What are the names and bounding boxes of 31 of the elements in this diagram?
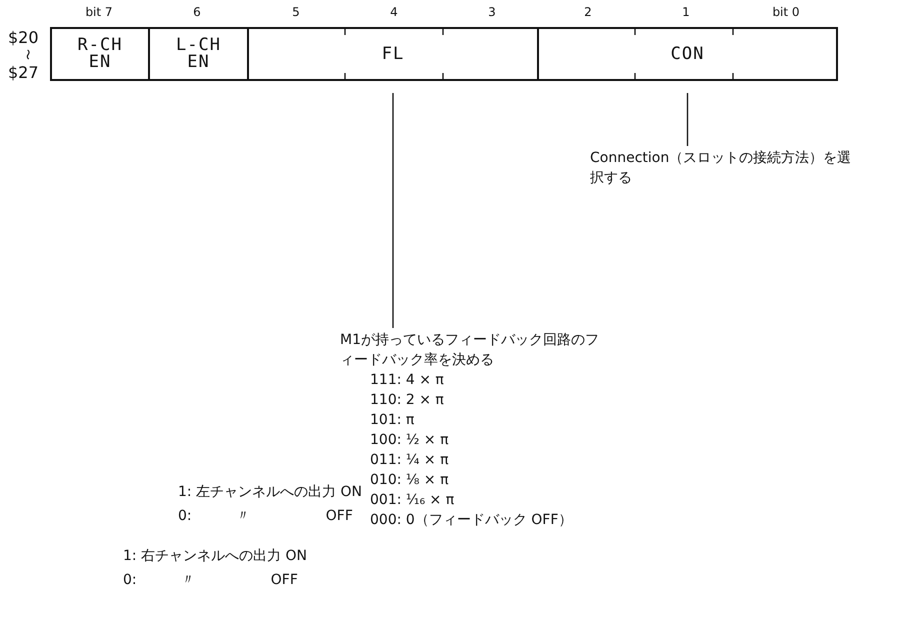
bit-number: bit 7 <box>84 5 114 19</box>
bit-field-cell: R-CH EN <box>50 27 150 81</box>
bit-number: bit 0 <box>771 5 801 19</box>
bit-number: 2 <box>583 5 593 19</box>
value-row-text: 011: ¼ × π <box>370 451 450 470</box>
description-text: Connection（スロットの接続方法）を選択する <box>590 149 852 188</box>
value-row-text: 000: 0（フィードバック OFF） <box>370 511 574 530</box>
bit-field-cell: FL <box>247 27 539 81</box>
value-row-text: 111: 4 × π <box>370 371 445 390</box>
range-mark: 〜 <box>22 49 33 60</box>
value-row-text: 110: 2 × π <box>370 391 445 410</box>
address-label: $20 <box>8 28 39 47</box>
description-text: 0: 〃 OFF <box>123 571 298 590</box>
bit-number: 3 <box>487 5 497 19</box>
description-text: 1: 右チャンネルへの出力 ON <box>123 547 308 566</box>
bit-field-cell: CON <box>537 27 838 81</box>
address-label: $27 <box>8 63 39 82</box>
bit-field-cell: L-CH EN <box>148 27 249 81</box>
bit-number: 4 <box>389 5 399 19</box>
value-row-text: 101: π <box>370 411 416 430</box>
bit-number: 5 <box>291 5 301 19</box>
value-row-text: 100: ½ × π <box>370 431 450 450</box>
description-text: 0: 〃 OFF <box>178 507 353 526</box>
bit-number: 1 <box>681 5 691 19</box>
bit-number: 6 <box>192 5 202 19</box>
value-row-text: 001: ¹⁄₁₆ × π <box>370 491 456 510</box>
value-row-text: 010: ⅛ × π <box>370 471 450 490</box>
description-text: M1が持っているフィードバック回路のフィードバック率を決める <box>340 331 600 370</box>
description-text: 1: 左チャンネルへの出力 ON <box>178 483 362 502</box>
leader-line <box>392 93 394 328</box>
leader-line <box>686 93 688 146</box>
